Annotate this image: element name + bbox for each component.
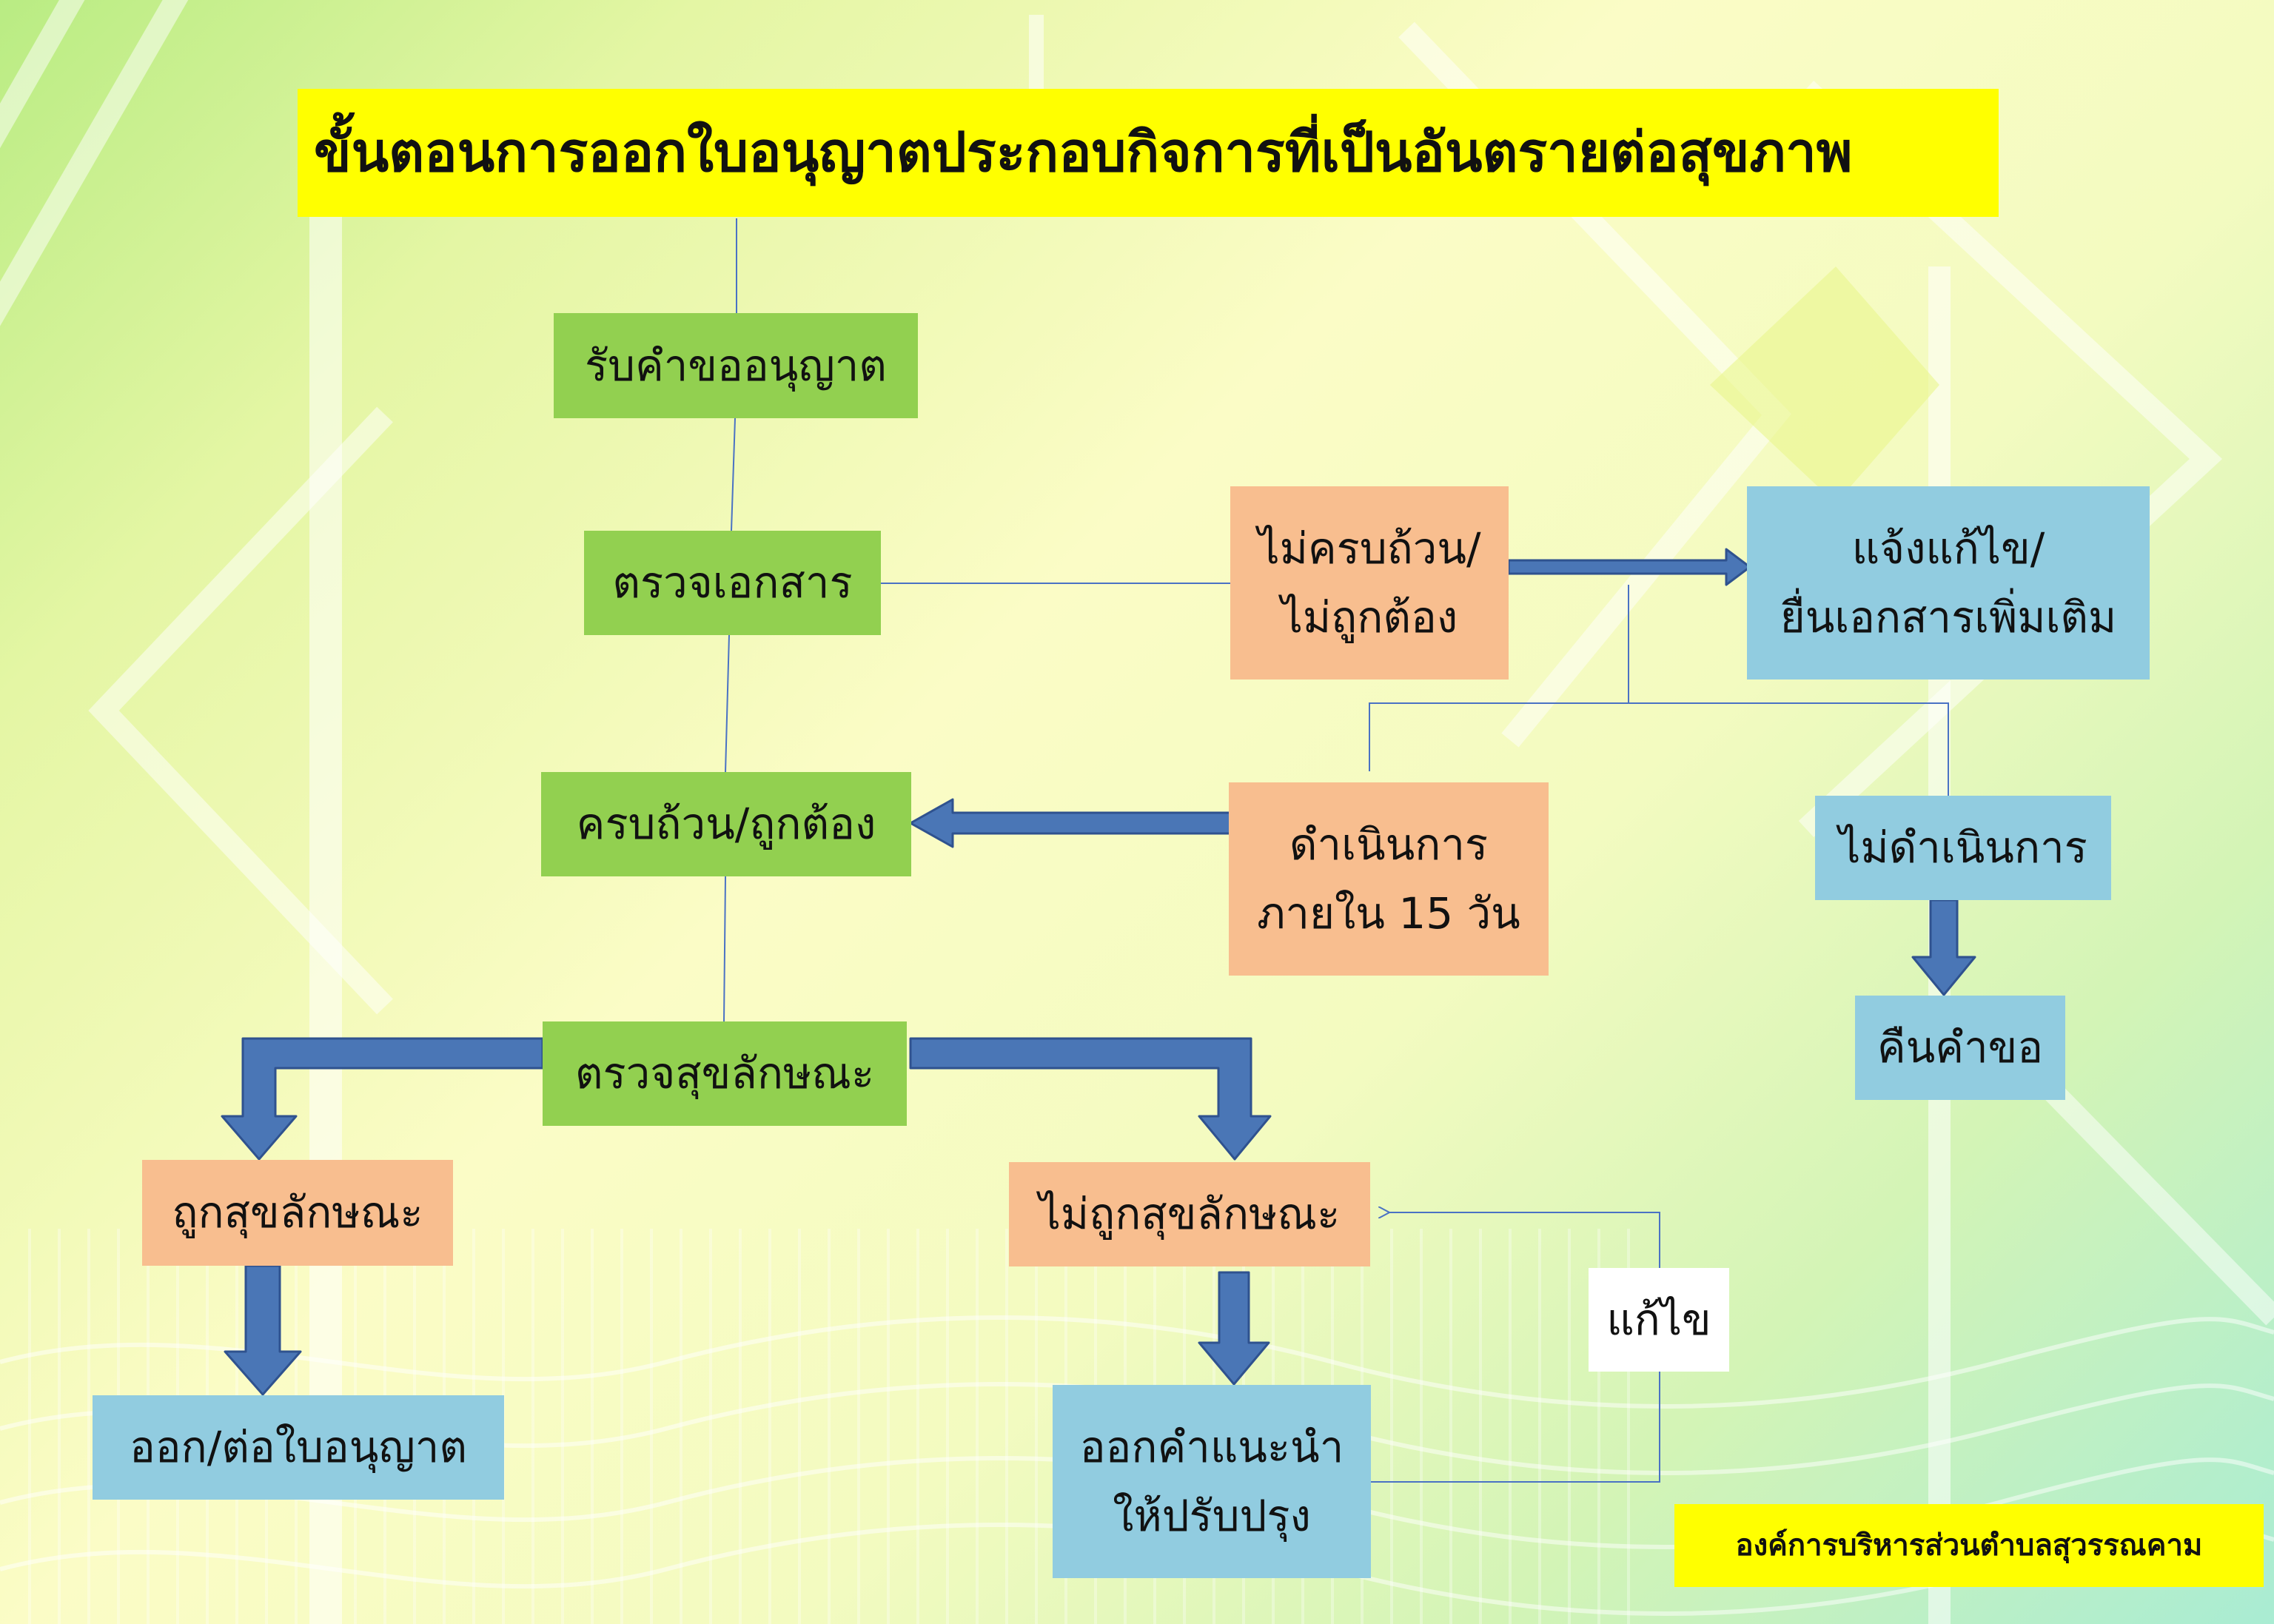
step-inspect-hygiene: ตรวจสุขลักษณะ (543, 1021, 907, 1126)
status-incomplete-line1: ไม่ครบถ้วน/ (1258, 523, 1481, 574)
line-fix-branch (1369, 585, 1629, 771)
action-advise-line2: ให้ปรับปรุง (1113, 1490, 1311, 1541)
action-return-request: คืนคำขอ (1855, 996, 2065, 1100)
action-notify-fix-line2: ยื่นเอกสารเพิ่มเติม (1780, 591, 2117, 642)
action-advise-line1: ออกคำแนะนำ (1079, 1421, 1344, 1472)
status-incomplete-line2: ไม่ถูกต้อง (1281, 591, 1458, 642)
page-title: ขั้นตอนการออกใบอนุญาตประกอบกิจการที่เป็น… (298, 89, 1999, 217)
line-fix-branch-right (1629, 702, 1949, 796)
step-complete-correct: ครบถ้วน/ถูกต้อง (541, 772, 911, 876)
arrow-not-proceed-to-return (1911, 899, 1976, 996)
status-incomplete: ไม่ครบถ้วน/ ไม่ถูกต้อง (1230, 486, 1509, 680)
label-fix: แก้ไข (1589, 1268, 1729, 1372)
step-check-documents: ตรวจเอกสาร (584, 531, 881, 635)
arrow-not-hygienic-to-advise (1198, 1271, 1270, 1386)
action-issue-renew-license: ออก/ต่อใบอนุญาต (93, 1395, 504, 1500)
result-not-hygienic: ไม่ถูกสุขลักษณะ (1009, 1162, 1370, 1266)
arrow-inspect-to-hygienic (221, 1037, 544, 1161)
arrow-proceed-to-complete (909, 798, 1232, 848)
line-complete-to-inspect (723, 876, 726, 1022)
line-receive-to-check (731, 417, 736, 531)
step-proceed-line1: ดำเนินการ (1289, 819, 1489, 870)
step-proceed-line2: ภายใน 15 วัน (1257, 888, 1520, 939)
step-proceed-within-15-days: ดำเนินการ ภายใน 15 วัน (1229, 782, 1549, 976)
action-notify-fix-line1: แจ้งแก้ไข/ (1851, 523, 2045, 574)
line-check-to-complete (725, 634, 730, 773)
step-receive-request: รับคำขออนุญาต (554, 313, 918, 418)
result-hygienic: ถูกสุขลักษณะ (142, 1160, 453, 1266)
action-notify-fix: แจ้งแก้ไข/ ยื่นเอกสารเพิ่มเติม (1747, 486, 2150, 680)
action-advise-improve: ออกคำแนะนำ ให้ปรับปรุง (1053, 1385, 1371, 1578)
arrow-incomplete-to-notify (1507, 548, 1751, 586)
arrow-inspect-to-not-hygienic (909, 1037, 1272, 1161)
status-not-proceed: ไม่ดำเนินการ (1815, 796, 2111, 900)
organization-name: องค์การบริหารส่วนตำบลสุวรรณคาม (1674, 1504, 2264, 1587)
arrow-hygienic-to-issue (224, 1264, 302, 1396)
